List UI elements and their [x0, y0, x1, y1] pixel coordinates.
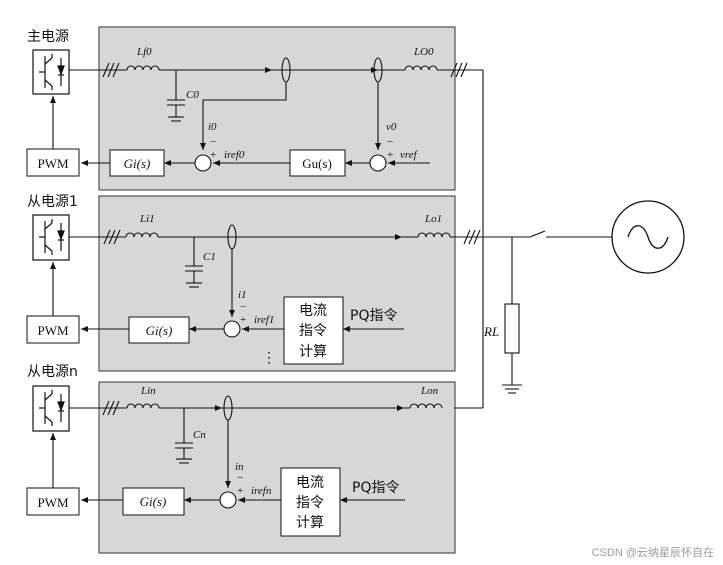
label-cn: Cn [193, 429, 206, 441]
sign-minus-main-v: − [387, 136, 393, 148]
label-in: in [235, 461, 244, 473]
gi-label-slave1: Gi(s) [146, 323, 173, 338]
label-irefn: irefn [251, 485, 272, 497]
gi-label-main: Gi(s) [124, 156, 151, 171]
pwm-label-slave1: PWM [37, 323, 69, 338]
pq-label-sn: PQ指令 [352, 480, 399, 496]
load-resistor [504, 303, 520, 354]
calc-line2-sn: 指令 [296, 495, 324, 511]
label-v0: v0 [386, 121, 397, 133]
calc-line3-sn: 计算 [296, 515, 324, 531]
calc-line3-s1: 计算 [299, 344, 327, 360]
ellipsis: ⋮ [262, 351, 276, 366]
label-li1: Li1 [139, 213, 155, 225]
pwm-label-slaven: PWM [37, 495, 69, 510]
label-iref0: iref0 [224, 149, 245, 161]
label-lo0: LO0 [413, 46, 434, 58]
sign-minus-sn: − [237, 472, 243, 484]
pq-label-s1: PQ指令 [350, 308, 397, 324]
label-lon: Lon [420, 385, 439, 397]
sign-plus-s1: + [240, 314, 246, 326]
calc-box-slave1 [283, 296, 344, 365]
label-c1: C1 [203, 251, 216, 263]
calc-line2-s1: 指令 [299, 323, 327, 339]
inverter-main [32, 49, 70, 95]
label-rl: RL [483, 324, 499, 339]
sign-minus-s1: − [240, 301, 246, 313]
sine-wave-icon [627, 225, 669, 249]
calc-box-slaven [280, 467, 341, 537]
label-lin: Lin [140, 385, 156, 397]
sign-plus-main-v: + [387, 149, 393, 161]
gi-label-slaven: Gi(s) [140, 494, 167, 509]
label-lo1: Lo1 [424, 213, 442, 225]
label-i1: i1 [238, 289, 247, 301]
watermark: CSDN @云纳星辰怀自在 [592, 546, 714, 559]
label-slaven-source: 从电源n [27, 364, 78, 380]
label-main-source: 主电源 [27, 29, 69, 45]
calc-line1-s1: 电流 [299, 303, 327, 319]
gi-box-main [109, 149, 165, 177]
calc-line1-sn: 电流 [296, 475, 324, 491]
pwm-label-main: PWM [37, 156, 69, 171]
gu-label-main: Gu(s) [302, 156, 332, 171]
gu-box-main [289, 149, 346, 177]
label-lf0: Lf0 [136, 46, 152, 58]
label-slave1-source: 从电源1 [27, 194, 78, 210]
label-vref: vref [400, 149, 419, 161]
sign-minus-main-i: − [210, 136, 216, 148]
label-i0: i0 [208, 121, 217, 133]
inverter-slaven [32, 385, 70, 432]
sign-plus-main-i: + [210, 149, 216, 161]
gi-box-slaven [122, 487, 185, 516]
gi-box-slave1 [128, 316, 190, 344]
slaven-block [98, 381, 456, 554]
sign-plus-sn: + [237, 485, 243, 497]
label-c0: C0 [186, 89, 199, 101]
label-iref1: iref1 [254, 314, 274, 326]
inverter-slave1 [32, 214, 70, 261]
